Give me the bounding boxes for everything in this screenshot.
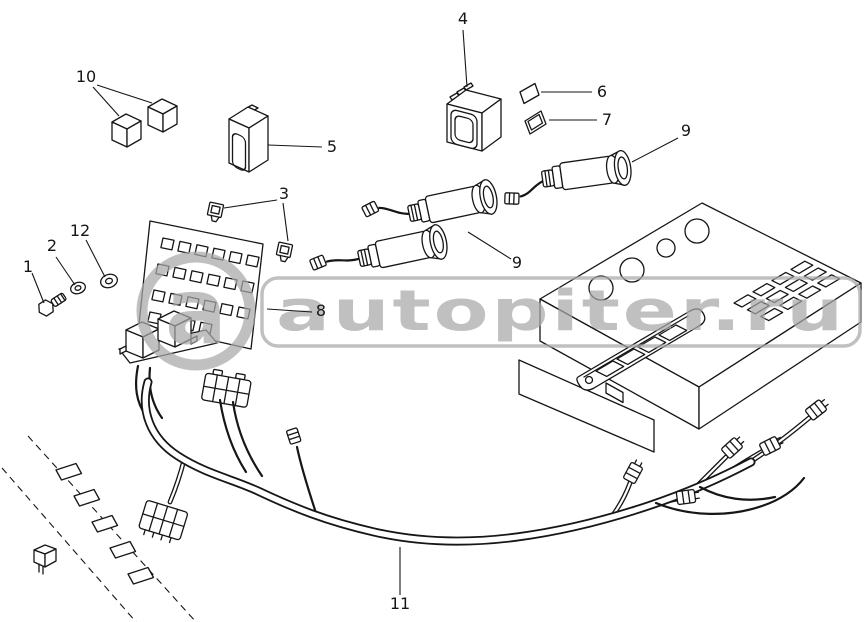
part-multipin-connector [201, 368, 252, 408]
callout-9b: 9 [512, 253, 522, 272]
watermark-logo-circle [136, 251, 256, 371]
callout-6: 6 [597, 82, 607, 101]
callout-10: 10 [76, 67, 96, 86]
watermark-text: autopiter.ru [276, 279, 846, 344]
part-socket-9a [504, 148, 634, 205]
callout-1: 1 [23, 257, 33, 276]
part-cover-plate-6 [519, 82, 540, 105]
part-connector-clip [33, 544, 57, 575]
callout-2: 2 [47, 236, 57, 255]
callout-labels: 1 2 3 4 5 6 7 8 9 9 10 11 12 [23, 9, 691, 613]
watermark-frame [260, 276, 862, 348]
watermark-logo-glyph: a [165, 258, 227, 365]
part-relay-5 [228, 104, 269, 173]
part-socket-9b [360, 177, 501, 232]
callout-5: 5 [327, 137, 337, 156]
callout-12: 12 [70, 221, 90, 240]
leader-lines [31, 29, 679, 595]
part-socket-9c [308, 222, 451, 277]
harness-plug [285, 427, 302, 446]
part-clip-3a [206, 201, 225, 223]
dashed-mounting-panel [1, 435, 197, 622]
callout-3: 3 [279, 184, 289, 203]
part-washer-2 [70, 281, 86, 295]
harness-connector [758, 433, 786, 457]
callout-11: 11 [390, 594, 410, 613]
callout-9a: 9 [681, 121, 691, 140]
part-cover-plate-7 [524, 110, 547, 135]
part-rocker-switch-4 [446, 82, 502, 152]
part-clip-3b [275, 241, 294, 263]
console-gauge-holes [588, 218, 710, 301]
wiring-harness-11 [135, 364, 831, 546]
part-washer-12 [100, 273, 118, 289]
callout-4: 4 [458, 9, 468, 28]
harness-connector [622, 457, 646, 485]
part-relay-10a [111, 113, 142, 148]
harness-connector [138, 500, 189, 544]
callout-7: 7 [602, 110, 612, 129]
part-relay-10b [147, 98, 178, 133]
watermark: a autopiter.ru [136, 251, 862, 371]
callout-8: 8 [316, 301, 326, 320]
part-screw-1 [38, 292, 67, 317]
